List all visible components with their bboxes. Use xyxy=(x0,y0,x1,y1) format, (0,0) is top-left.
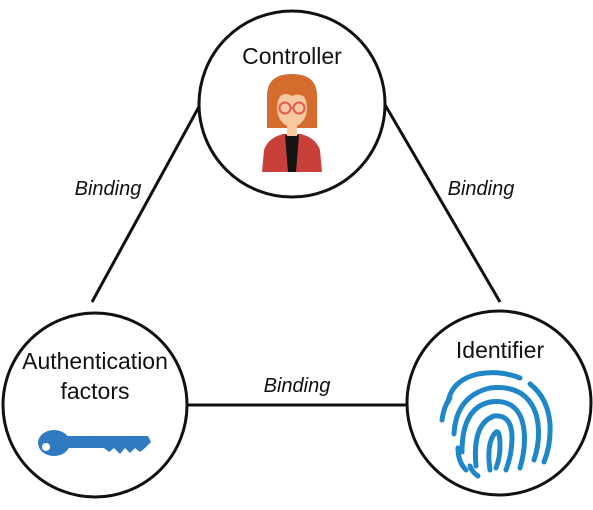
edge-controller-identifier-line xyxy=(382,102,502,303)
node-auth-factors-title-line1: Authentication xyxy=(22,348,168,374)
edge-label-bottom: Binding xyxy=(264,375,331,397)
edge-label-left: Binding xyxy=(75,178,142,200)
person-icon xyxy=(262,74,322,172)
key-icon xyxy=(38,430,151,456)
fingerprint-icon xyxy=(439,370,553,479)
node-auth-factors: Authentication factors xyxy=(1,311,189,499)
node-identifier-title: Identifier xyxy=(456,337,545,363)
node-controller: Controller xyxy=(197,9,387,199)
edge-label-right: Binding xyxy=(448,178,515,200)
node-identifier: Identifier xyxy=(405,309,593,497)
node-auth-factors-title-line2: factors xyxy=(60,378,129,404)
node-controller-title: Controller xyxy=(242,43,342,69)
edge-controller-auth-line xyxy=(90,102,203,303)
node-auth-factors-circle xyxy=(1,311,189,499)
